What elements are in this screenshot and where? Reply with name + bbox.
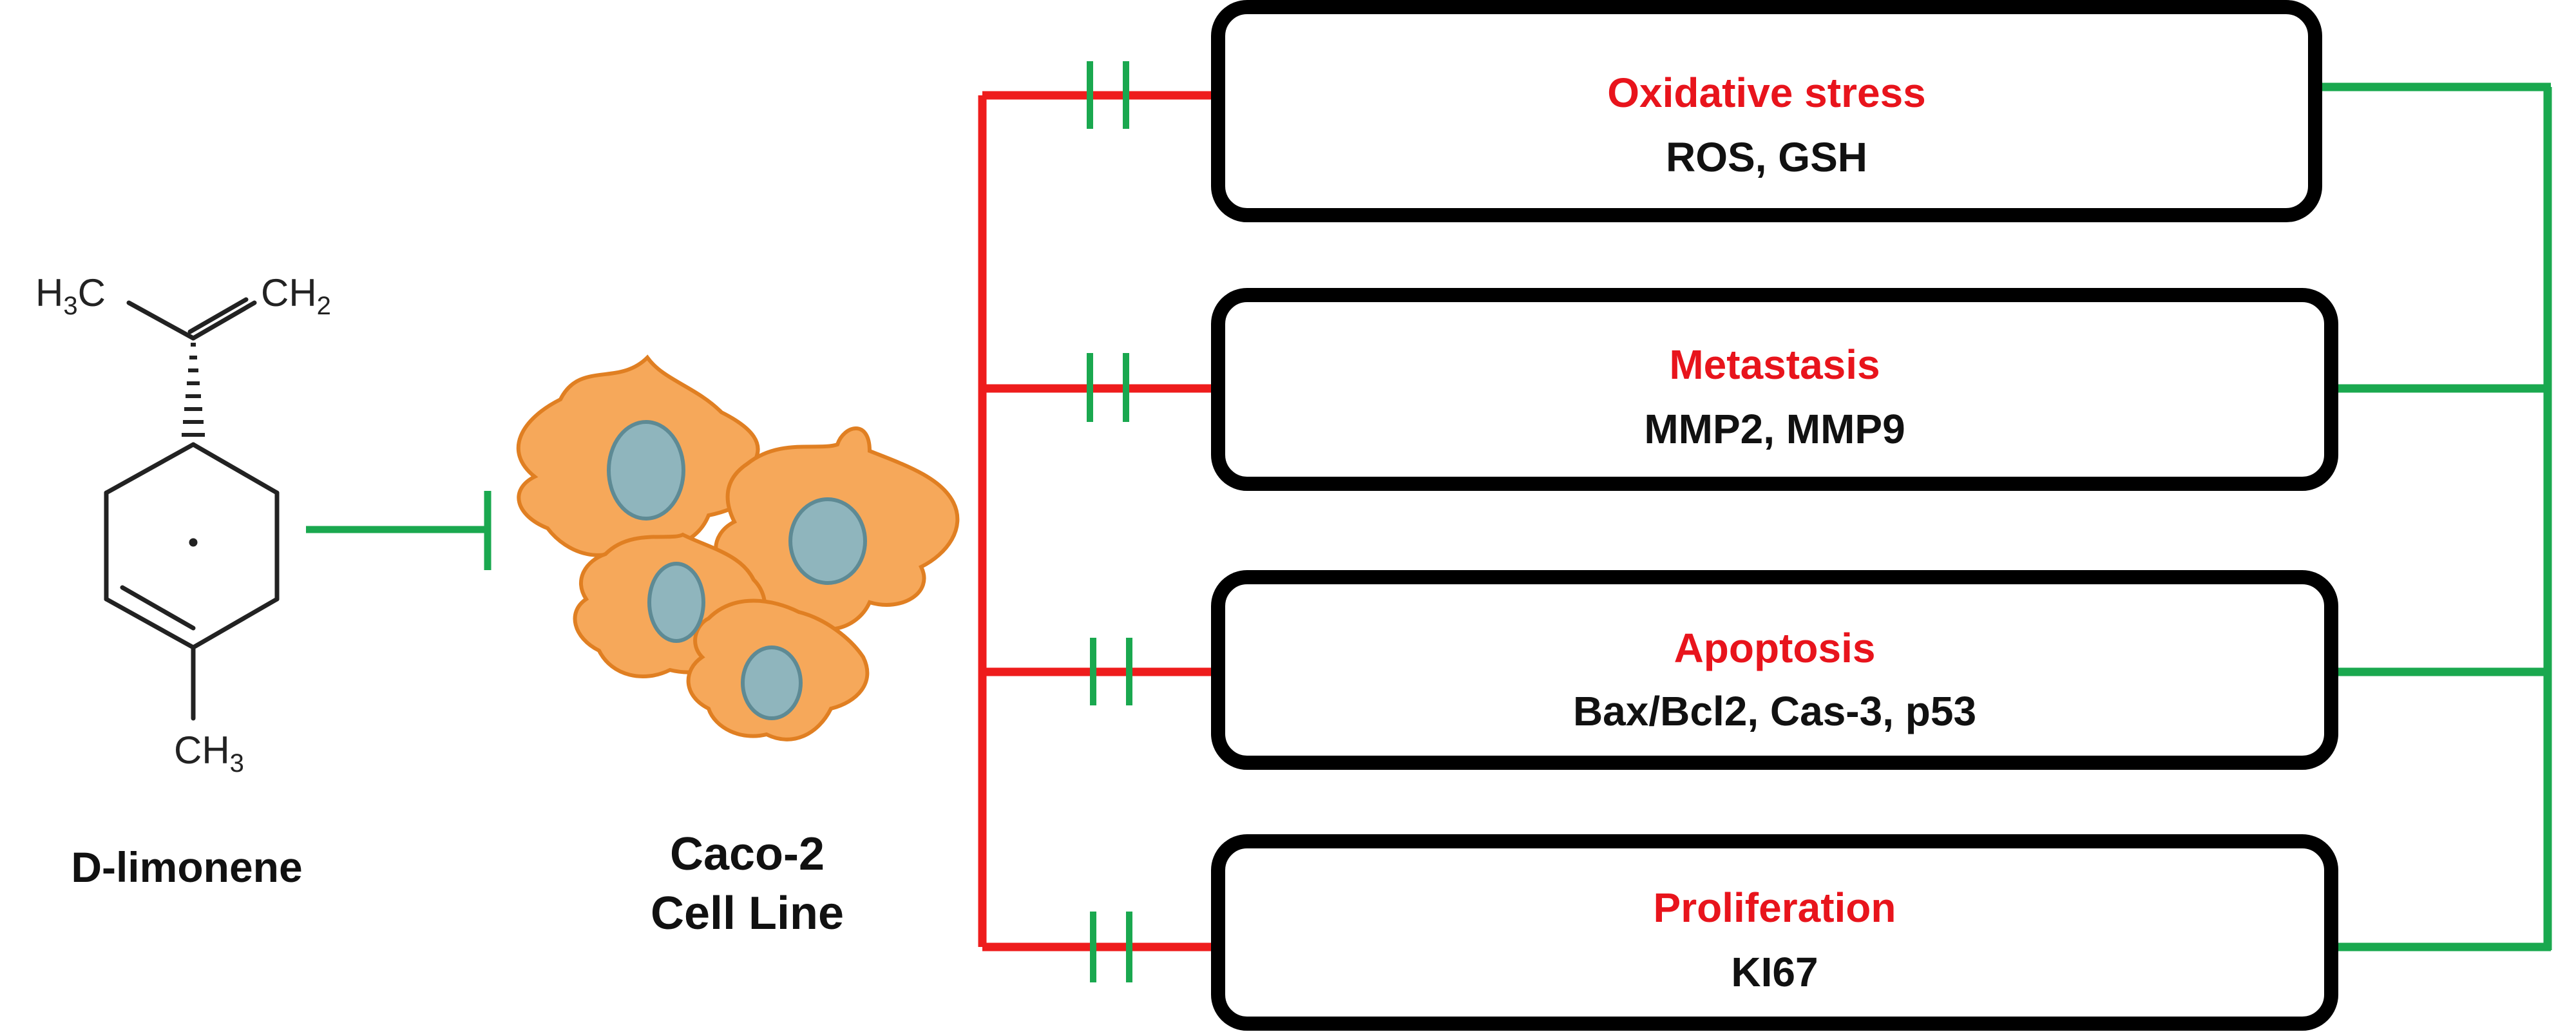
cell-nucleus [741,645,803,720]
green-double-bars [1087,61,1132,982]
cell-nucleus [607,420,685,521]
red-branch-lines [978,91,1211,951]
effect-markers: KI67 [1731,949,1818,995]
inhibition-arrow [306,491,491,570]
cell-line-name: Caco-2 [669,828,825,880]
effect-markers: Bax/Bcl2, Cas-3, p53 [1572,688,1977,734]
effect-title: Metastasis [1669,341,1880,388]
cell-line-label: Caco-2 Cell Line [618,825,876,943]
green-right-bracket [2316,82,2552,951]
effect-title: Proliferation [1653,884,1896,931]
limonene-structure [104,297,280,721]
effect-box-oxidative-stress: Oxidative stress ROS, GSH [1211,0,2322,222]
methyl-group-label-bottom: CH3 [174,729,244,778]
stereo-hashed-wedge [182,343,205,437]
effect-title: Oxidative stress [1607,70,1926,116]
cell-nucleus [788,497,867,585]
compound-name-label: D-limonene [71,843,303,891]
methyl-group-label-top-left: H3C [35,271,106,320]
caco2-cells-illustration [516,354,960,741]
effect-box-proliferation: Proliferation KI67 [1211,834,2338,1031]
cell-nucleus [647,562,705,643]
effect-box-apoptosis: Apoptosis Bax/Bcl2, Cas-3, p53 [1211,570,2338,770]
effect-title: Apoptosis [1674,625,1876,671]
effect-box-metastasis: Metastasis MMP2, MMP9 [1211,288,2338,491]
effect-markers: MMP2, MMP9 [1644,406,1905,452]
methylene-group-label: CH2 [261,271,331,320]
cell-line-caption: Cell Line [650,888,844,939]
effect-markers: ROS, GSH [1666,134,1867,180]
